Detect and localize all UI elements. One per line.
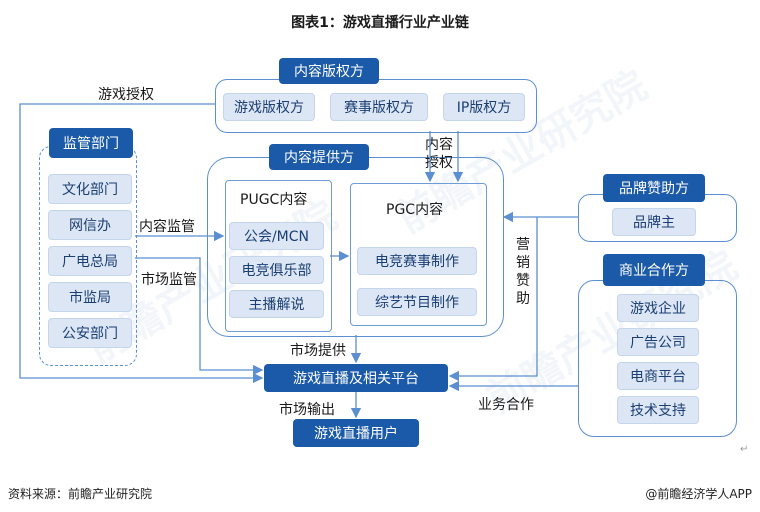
pgc-esports-production: 电竞赛事制作 (357, 247, 477, 275)
label-marketing-sponsorship: 营销赞助 (516, 237, 530, 307)
arrow-market-supervision (135, 257, 264, 376)
source-note: 资料来源：前瞻产业研究院 (8, 487, 153, 501)
pugc-streamer-commentary: 主播解说 (229, 290, 324, 318)
pgc-title: PGC内容 (386, 202, 444, 218)
return-glyph: ↵ (740, 444, 749, 455)
arrow-sponsor-platform (448, 217, 538, 382)
label-content-license: 内容授权 (425, 137, 453, 171)
brand-owner: 品牌主 (612, 208, 696, 236)
business-partners-header: 商业合作方 (603, 254, 705, 286)
page-title: 图表1：游戏直播行业产业链 (291, 15, 469, 31)
pgc-frame (350, 183, 487, 326)
partner-ecommerce: 电商平台 (617, 362, 699, 390)
label-market-output: 市场输出 (279, 402, 335, 418)
arrow-game-license (19, 103, 264, 384)
partner-game-company: 游戏企业 (617, 294, 699, 322)
content-providers-header: 内容提供方 (269, 144, 369, 170)
content-rights-header: 内容版权方 (279, 58, 379, 84)
brand-credit: @前瞻经济学人APP (645, 487, 752, 501)
partner-ad-agency: 广告公司 (617, 328, 699, 356)
regulator-police: 公安部门 (48, 318, 132, 348)
pugc-title: PUGC内容 (240, 192, 308, 208)
pugc-guild-mcn: 公会/MCN (229, 222, 324, 250)
label-content-supervision: 内容监管 (139, 219, 195, 235)
partner-tech-support: 技术支持 (617, 396, 699, 424)
label-market-supply: 市场提供 (290, 343, 346, 359)
game-copyright-holder: 游戏版权方 (223, 93, 315, 121)
event-copyright-holder: 赛事版权方 (330, 93, 428, 121)
label-business-cooperation: 业务合作 (478, 397, 534, 413)
regulator-culture: 文化部门 (48, 174, 132, 204)
live-streaming-platform: 游戏直播及相关平台 (264, 364, 448, 392)
live-streaming-users: 游戏直播用户 (293, 419, 419, 447)
regulators-header: 监管部门 (49, 128, 133, 158)
ip-copyright-holder: IP版权方 (443, 93, 525, 121)
regulator-cac: 网信办 (48, 210, 132, 240)
label-market-supervision: 市场监管 (141, 272, 197, 288)
regulator-nrta: 广电总局 (48, 246, 132, 276)
label-game-license: 游戏授权 (98, 87, 154, 103)
regulator-market: 市监局 (48, 282, 132, 312)
pugc-esports-club: 电竞俱乐部 (229, 256, 324, 284)
pgc-variety-production: 综艺节目制作 (357, 288, 477, 316)
brand-sponsor-header: 品牌赞助方 (603, 174, 705, 202)
